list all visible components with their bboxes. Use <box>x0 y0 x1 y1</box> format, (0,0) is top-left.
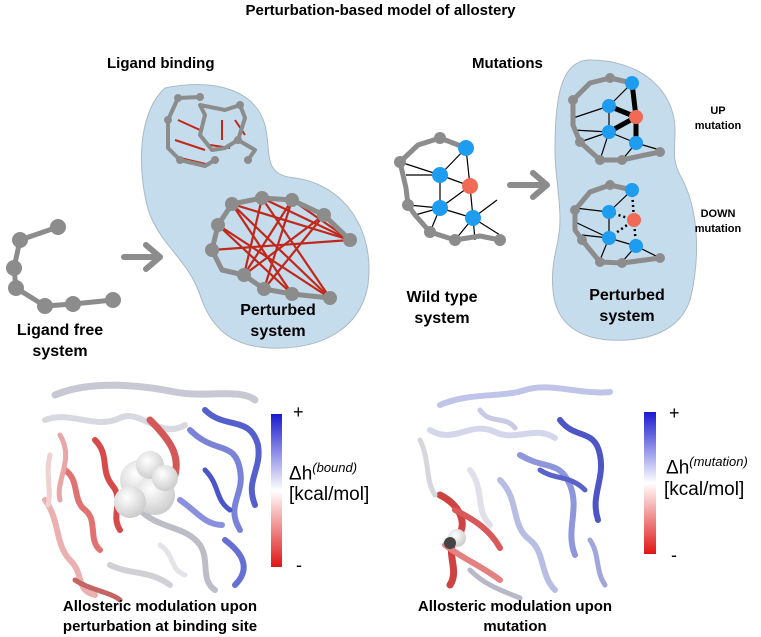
figure-title: Perturbation-based model of allostery <box>245 2 516 19</box>
wild-type-network <box>394 132 506 246</box>
scale-bar-mutation <box>644 412 656 554</box>
ligand-binding-heading: Ligand binding <box>107 55 215 72</box>
protein-structure-bound <box>42 381 262 603</box>
protein-structure-mutation <box>417 384 613 601</box>
mutation-perturbed-bubble <box>551 59 698 341</box>
ligand-sphere-cluster <box>114 451 178 518</box>
arrow-to-perturbed <box>121 242 163 272</box>
perturbed-label-1a: Perturbed <box>240 302 316 319</box>
scale-mutation-minus: - <box>671 545 677 565</box>
scale-bound-superscript: (bound) <box>312 460 358 475</box>
ligand-free-chain <box>11 224 116 309</box>
perturbed-label-2a: Perturbed <box>589 287 665 304</box>
mutations-heading: Mutations <box>472 55 543 72</box>
ligand-bound-chain <box>205 191 357 305</box>
mutation-site-sphere <box>444 529 466 549</box>
perturbed-label-1b: system <box>250 323 306 340</box>
scale-mutation-superscript: (mutation) <box>689 454 748 469</box>
arrow-to-mutated <box>507 170 550 200</box>
perturbed-label-2b: system <box>599 308 655 325</box>
down-label-2: mutation <box>694 223 742 235</box>
scale-bound-plus: + <box>293 402 304 422</box>
scale-bar-bound <box>271 414 282 567</box>
scale-mutation-title: Δh(mutation) <box>666 449 748 481</box>
ligand-small-structure <box>164 93 257 168</box>
ligand-free-label-2: system <box>32 343 88 360</box>
caption-right-1: Allosteric modulation upon <box>417 598 613 615</box>
down-label-1: DOWN <box>700 208 736 220</box>
up-label-1: UP <box>710 105 726 117</box>
scale-mutation-unit: [kcal/mol] <box>664 479 745 500</box>
scale-mutation-plus: + <box>669 403 680 423</box>
scale-bound-symbol: Δh <box>289 463 313 485</box>
wild-type-label-1: Wild type <box>406 289 478 306</box>
caption-left-2: perturbation at binding site <box>62 618 258 635</box>
scale-bound-unit: [kcal/mol] <box>289 484 370 505</box>
up-mutation-network <box>568 73 665 165</box>
scale-mutation-symbol: Δh <box>666 457 690 479</box>
wild-type-label-2: system <box>414 310 470 327</box>
scale-bound-minus: - <box>296 555 302 575</box>
down-mutation-network <box>570 180 665 268</box>
up-label-2: mutation <box>694 120 742 132</box>
caption-right-2: mutation <box>483 618 547 635</box>
ligand-free-label-1: Ligand free <box>16 322 104 339</box>
scale-bound-title: Δh(bound) <box>289 455 357 487</box>
caption-left-1: Allosteric modulation upon <box>62 598 258 615</box>
